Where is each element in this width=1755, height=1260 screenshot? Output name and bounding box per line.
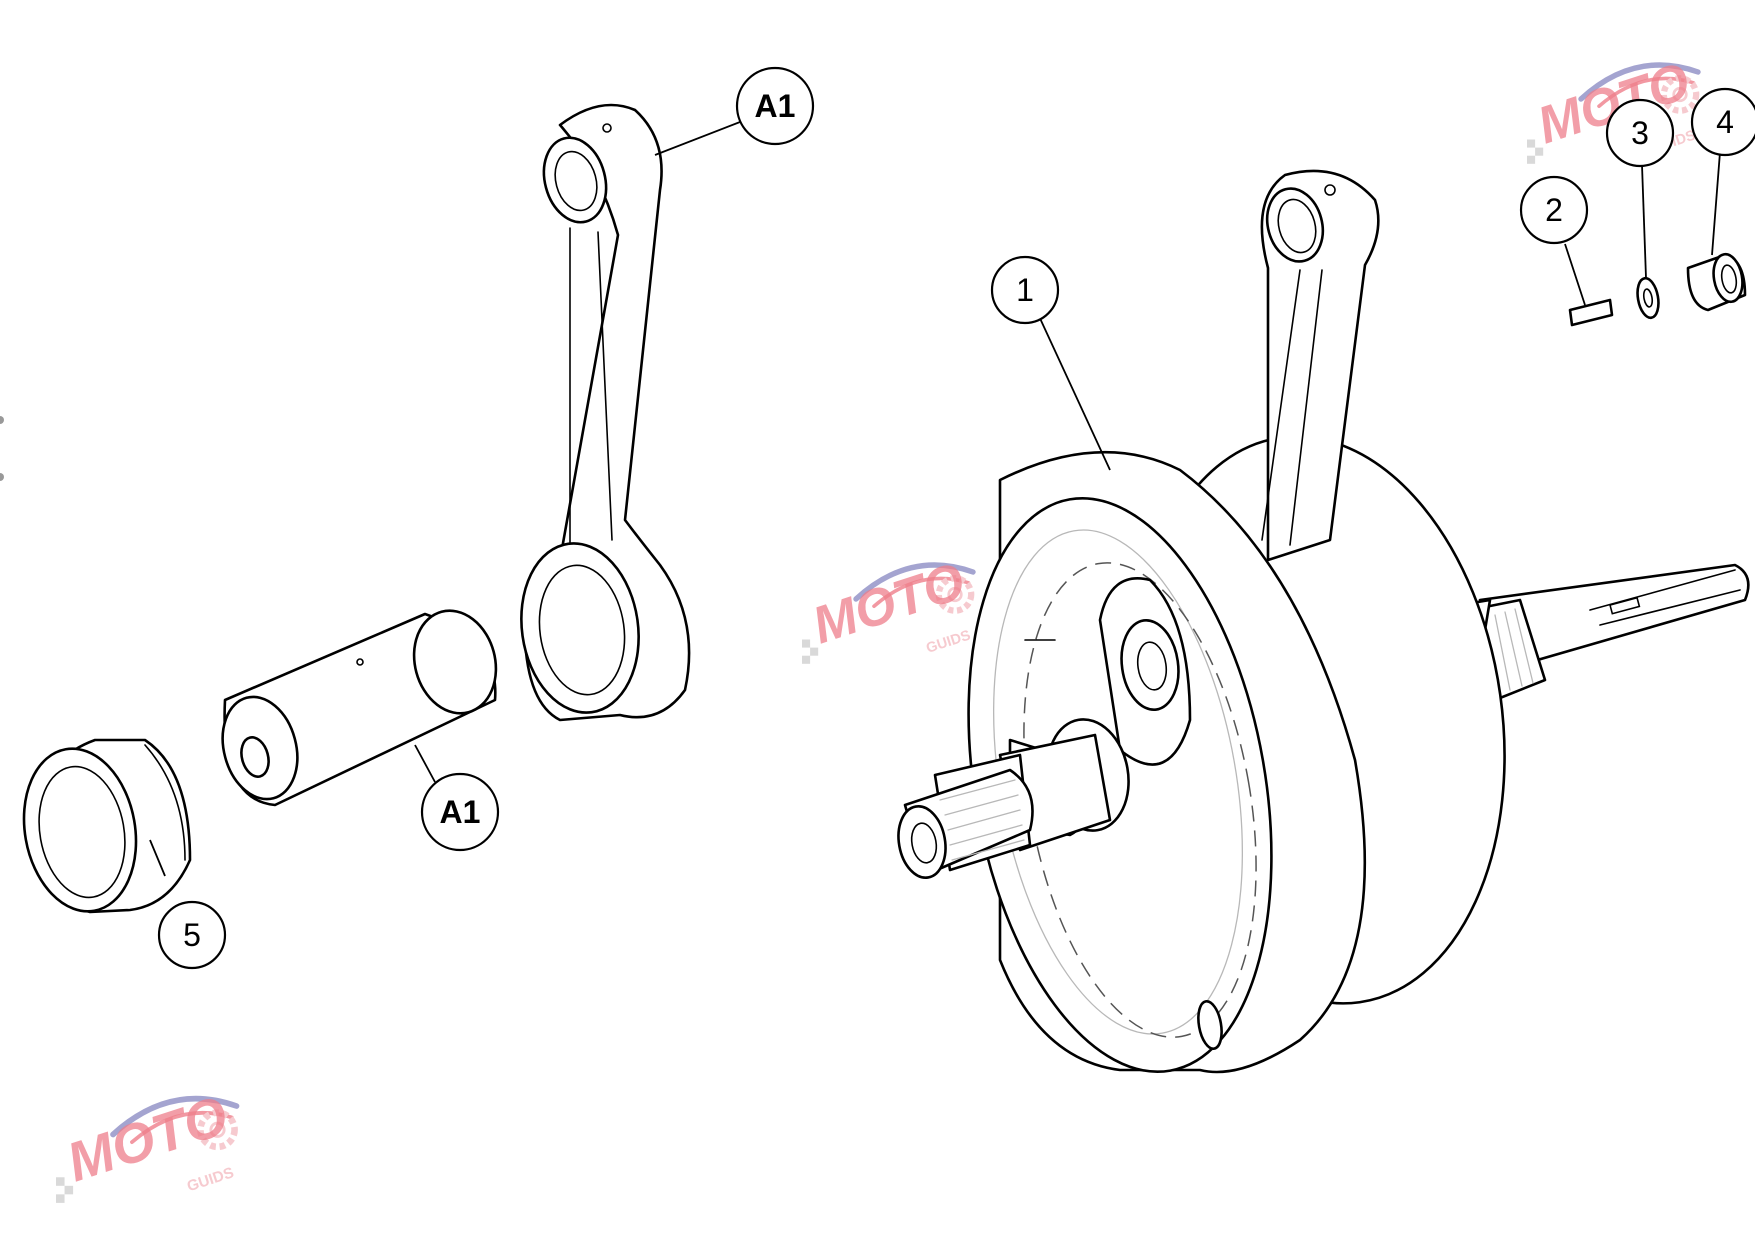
svg-text:4: 4 (1716, 104, 1734, 140)
right-splined-shaft (1454, 563, 1750, 702)
callout-5: 5 (157, 900, 227, 970)
crank-connecting-rod (1260, 169, 1380, 562)
svg-text:5: 5 (183, 917, 201, 953)
nut-part-4 (1686, 252, 1747, 312)
bearing-part-5 (22, 738, 192, 914)
svg-text:A1: A1 (755, 88, 796, 124)
leader-line-5 (149, 839, 166, 877)
svg-text:1: 1 (1016, 272, 1034, 308)
connecting-rod (520, 103, 691, 722)
crankshaft-assembly (897, 169, 1750, 1074)
svg-text:A1: A1 (440, 794, 481, 830)
callout-a1-rod: A1 (735, 66, 815, 146)
leader-line-3 (1641, 164, 1647, 279)
callout-a1-pin: A1 (420, 772, 500, 852)
callout-3: 3 (1605, 98, 1675, 168)
washer-part-3 (1636, 276, 1660, 320)
callout-4: 4 (1690, 87, 1755, 157)
key-part-2 (1568, 298, 1614, 327)
svg-text:3: 3 (1631, 115, 1649, 151)
leader-line-2 (1564, 243, 1586, 306)
watermark-logo-center (802, 552, 973, 664)
edge-mark (0, 416, 4, 424)
leader-line-1 (1037, 313, 1111, 471)
watermark-logo-bottom-left (56, 1084, 237, 1203)
callout-1: 1 (990, 255, 1060, 325)
left-splined-shaft (897, 718, 1130, 879)
crank-pin (221, 609, 498, 807)
callout-2: 2 (1519, 175, 1589, 245)
svg-text:2: 2 (1545, 192, 1563, 228)
leader-line-4 (1711, 151, 1721, 256)
leader-line-a1-rod (654, 121, 741, 156)
edge-mark (0, 473, 4, 481)
leader-line-a1-pin (414, 744, 436, 783)
